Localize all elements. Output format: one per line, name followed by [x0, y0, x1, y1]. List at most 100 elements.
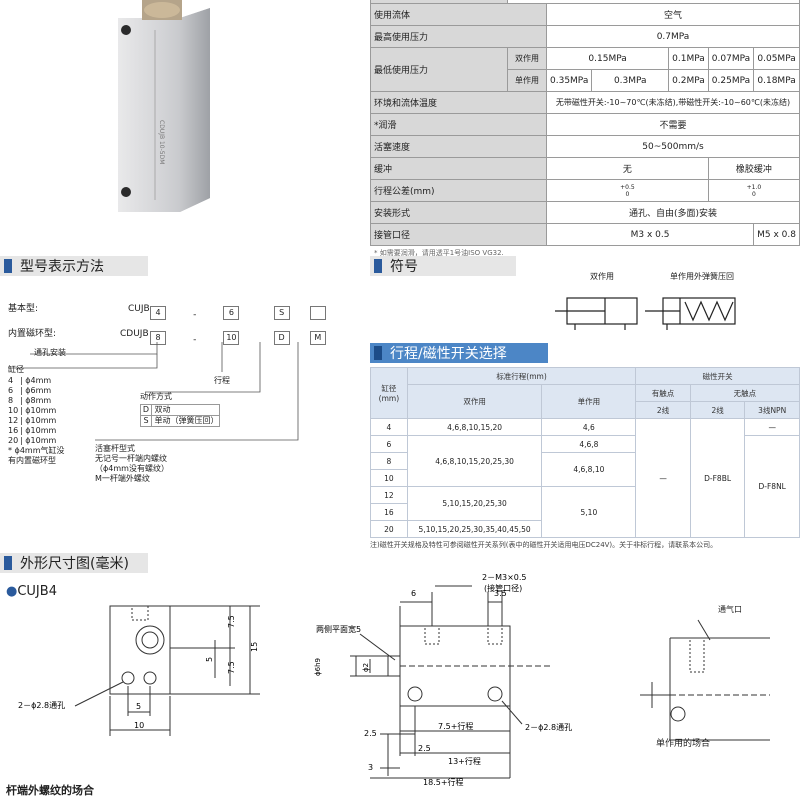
table-row: 8 4,6,8,10	[370, 452, 800, 487]
dash: -	[193, 335, 197, 345]
spec-value-port-2: M5 x 0.8	[753, 223, 800, 246]
spec-sub-double: 双作用	[507, 47, 547, 70]
action-list: 动作方式 D 双动 S 单动（弹簧压回）	[140, 392, 220, 427]
model-basic-boxes: 4 - 6 S	[150, 302, 326, 321]
code-box: 4	[150, 305, 166, 320]
section-stroke: 行程/磁性开关选择	[370, 343, 548, 363]
stroke-h-std: 标准行程(mm)	[406, 367, 637, 385]
bore-item: 10| ϕ10mm	[8, 406, 57, 415]
dim-5: 5	[205, 657, 214, 662]
dim-port: 2－M3×0.5	[482, 573, 527, 582]
dim-2-5-b: 2.5	[418, 744, 431, 753]
spec-double-v1: 0.15MPa	[545, 47, 670, 70]
dim-2-5-a: 2.5	[364, 729, 377, 738]
code-box: M	[309, 330, 326, 345]
rod-line: 无记号一杆端内螺纹	[95, 454, 167, 463]
dims-model-title: ●CUJB4	[6, 584, 57, 599]
dim-flat: 两侧平面宽5	[316, 624, 361, 634]
bore-note: * ϕ4mm气缸没	[8, 446, 65, 455]
bore-item: 20| ϕ10mm	[8, 436, 57, 445]
dim-port-2: (接管口径)	[484, 583, 522, 593]
spec-label-speed: 活塞速度	[370, 135, 547, 158]
stroke-h-bore: 缸径(mm)	[370, 367, 408, 419]
pneumatic-symbols	[555, 297, 736, 330]
rod-line: （ϕ4mm没有螺纹）	[95, 464, 169, 473]
spec-value-speed: 50~500mm/s	[546, 135, 800, 158]
dim-rod: ϕ6h9	[314, 658, 322, 676]
dim-side-holes: 2－ϕ2.8通孔	[525, 722, 572, 732]
stroke-h-double: 双作用	[406, 384, 543, 419]
dim-s18-5: 18.5+行程	[423, 777, 464, 787]
section-symbol-title: 符号	[390, 259, 418, 275]
dim-w10: 10	[134, 721, 144, 730]
stroke-h-2wire-b: 2线	[689, 401, 746, 419]
bore-list: 4| ϕ4mm 6| ϕ6mm 8| ϕ8mm 10| ϕ10mm 12| ϕ1…	[8, 376, 65, 466]
bore-item: 4| ϕ4mm	[8, 376, 52, 385]
stroke-h-2wire: 2线	[635, 401, 691, 419]
model-basic-label: 基本型:	[8, 304, 39, 314]
action-title: 动作方式	[140, 392, 172, 401]
stroke-h-switch: 磁性开关	[635, 367, 800, 385]
dim-3-5: 3.5	[494, 589, 507, 598]
model-magnet-boxes: 8 - 10 D M	[150, 327, 326, 346]
model-bore-title: 缸径	[8, 365, 24, 374]
spec-single-v3: 0.2MPa	[668, 69, 709, 92]
bore-item: 8| ϕ8mm	[8, 396, 52, 405]
model-magnet-code: CDUJB	[120, 329, 149, 339]
bore-item: 16| ϕ10mm	[8, 426, 57, 435]
product-photo: CDUJB 10-5DM	[100, 0, 220, 220]
spec-label-fluid: 使用流体	[370, 3, 547, 26]
bore-item: 12| ϕ10mm	[8, 416, 57, 425]
spec-value-max-pressure: 0.7MPa	[546, 25, 800, 48]
section-symbol: 符号	[370, 256, 516, 276]
spec-label-lube: *润滑	[370, 113, 547, 136]
spec-label-min-pressure: 最低使用压力	[370, 47, 508, 92]
table-row: 12 5,10,15,20,25,30 5,10	[370, 486, 800, 538]
table-row: 4 4,6,8,10,15,20 4,6 — D-F8BL —	[370, 418, 800, 538]
section-dims: 外形尺寸图(毫米)	[0, 553, 148, 573]
code-box	[309, 305, 326, 320]
stroke-h-contact: 有触点	[635, 384, 691, 402]
single-caption: 单作用的场合	[656, 739, 711, 749]
spec-label-max-pressure: 最高使用压力	[370, 25, 547, 48]
spec-label-temp: 环境和流体温度	[370, 91, 547, 114]
dim-holes: 2－ϕ2.8通孔	[18, 700, 65, 710]
spec-value-fluid: 空气	[546, 3, 800, 26]
spec-double-v4: 0.05MPa	[753, 47, 800, 70]
code-box: 6	[223, 305, 240, 320]
bottom-title: 杆端外螺纹的场合	[6, 784, 94, 797]
section-marker	[4, 259, 12, 273]
dim-s7-5: 7.5+行程	[438, 721, 473, 731]
dim-3: 3	[368, 763, 373, 772]
spec-single-v1: 0.35MPa	[545, 69, 593, 92]
action-item: D 双动	[140, 404, 220, 416]
table-row: 20 5,10,15,20,25,30,35,40,45,50	[370, 520, 800, 538]
spec-label-cushion: 缓冲	[370, 157, 547, 180]
bore-item: 6| ϕ6mm	[8, 386, 52, 395]
model-stroke-label: 行程	[214, 376, 230, 385]
section-dims-title: 外形尺寸图(毫米)	[20, 556, 129, 572]
spec-single-v5: 0.18MPa	[753, 69, 800, 92]
spec-label-mount: 安装形式	[370, 201, 547, 224]
spec-double-v2: 0.1MPa	[668, 47, 709, 70]
model-basic-code: CUJB	[128, 304, 150, 314]
dash: -	[193, 310, 197, 320]
stroke-h-single: 单作用	[541, 384, 637, 419]
stroke-f8bl: D-F8BL	[689, 418, 746, 538]
dim-7-5: 7.5	[227, 615, 236, 628]
front-view-drawing: 7.5 15 5 7.5 2－ϕ2.8通孔 5 10	[18, 605, 260, 736]
section-stroke-title: 行程/磁性开关选择	[390, 346, 507, 362]
spec-table: 使用流体 空气 最高使用压力 0.7MPa 最低使用压力 双作用 0.15MPa…	[370, 0, 800, 258]
stroke-table: 缸径(mm) 标准行程(mm) 磁性开关 双作用 单作用 有触点 无触点 2线 …	[370, 367, 800, 550]
spec-sub-single: 单作用	[507, 69, 547, 92]
spec-value-temp: 无带磁性开关:-10~70℃(未冻结),带磁性开关:-10~60℃(未冻结)	[546, 91, 800, 114]
code-box: S	[273, 305, 290, 320]
section-marker	[374, 259, 382, 273]
stroke-h-nocontact: 无触点	[689, 384, 800, 402]
dim-6: 6	[411, 589, 416, 598]
model-through-hole: 通孔安装	[34, 348, 66, 357]
spec-double-v3: 0.07MPa	[707, 47, 755, 70]
section-marker	[4, 556, 12, 570]
